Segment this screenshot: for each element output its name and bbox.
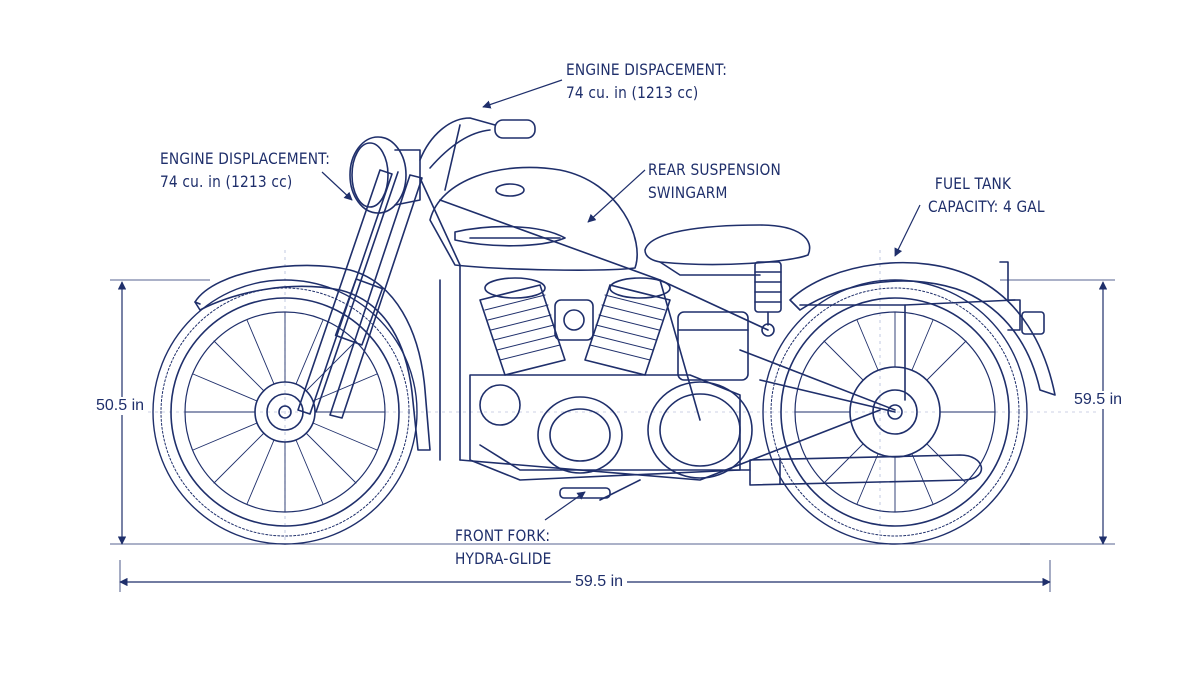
front-fork-value: HYDRA-GLIDE: [455, 549, 552, 568]
overall-length-dimension: 59.5 in: [571, 573, 628, 591]
fuel-tank-title: FUEL TANK: [934, 174, 1012, 193]
front-wheel: [152, 279, 418, 545]
engine-displacement-left-label: ENGINE DISPLACEMENT: 74 cu. in (1213 cc): [160, 147, 330, 193]
right-height-dimension: 59.5 in: [1070, 391, 1127, 409]
engine-displacement-top-label: ENGINE DISPACEMENT: 74 cu. in (1213 cc): [566, 58, 727, 104]
front-fork-label: FRONT FORK: HYDRA-GLIDE: [455, 524, 552, 570]
front-fork-title: FRONT FORK:: [455, 526, 551, 545]
rear-suspension-label: REAR SUSPENSION SWINGARM: [648, 158, 781, 204]
frame: [419, 177, 896, 481]
headlight: [349, 136, 421, 214]
rear-suspension-value: SWINGARM: [648, 183, 728, 202]
engine-displacement-top-title: ENGINE DISPACEMENT:: [566, 60, 728, 79]
leader-lines: [321, 79, 921, 521]
rear-shock: [754, 261, 782, 337]
rear-wheel: [762, 279, 1028, 545]
engine: [469, 277, 753, 481]
fuel-tank-value: CAPACITY: 4 GAL: [928, 197, 1045, 216]
engine-displacement-left-title: ENGINE DISPLACEMENT:: [160, 149, 331, 168]
rear-suspension-title: REAR SUSPENSION: [648, 160, 781, 179]
fuel-tank: [429, 166, 638, 271]
seat: [644, 224, 811, 276]
fuel-tank-label: FUEL TANK CAPACITY: 4 GAL: [928, 172, 1045, 218]
engine-displacement-top-value: 74 cu. in (1213 cc): [566, 83, 699, 102]
front-fender: [194, 264, 431, 451]
motorcycle-drawing: [152, 117, 1056, 545]
handlebars: [419, 117, 536, 191]
exhaust: [479, 444, 983, 486]
engine-displacement-left-value: 74 cu. in (1213 cc): [160, 172, 293, 191]
rear-fender: [789, 261, 1056, 396]
left-height-dimension: 50.5 in: [92, 397, 149, 415]
